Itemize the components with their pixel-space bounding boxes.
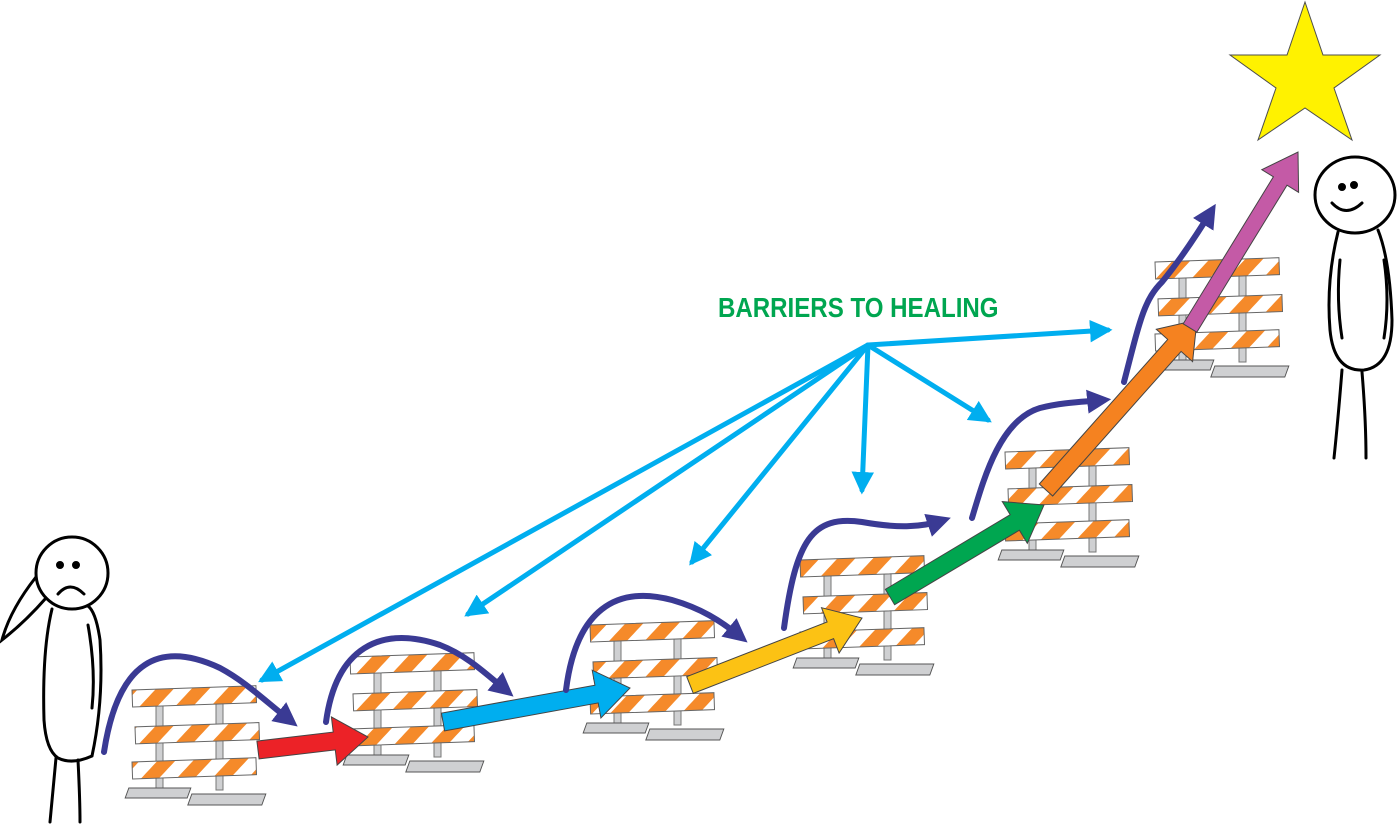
hop-arrow-5 <box>969 389 1112 521</box>
barrier-board <box>131 685 258 708</box>
progress-arrows-group <box>256 151 1300 767</box>
pointer-arrow-4 <box>851 342 874 495</box>
barrier-2 <box>342 652 485 773</box>
progress-arrow-3 <box>686 606 863 695</box>
progress-arrow-5 <box>1038 319 1198 497</box>
hop-arrows-group <box>101 203 1216 755</box>
barrier-foot <box>582 722 650 734</box>
barrier-5 <box>997 447 1140 568</box>
barrier-1 <box>124 685 267 806</box>
hop-arrow-4 <box>781 513 951 631</box>
barrier-foot <box>342 754 410 766</box>
hop-arrow-2 <box>323 635 514 725</box>
barrier-foot <box>1210 365 1290 378</box>
barriers-group <box>124 257 1290 806</box>
barrier-6 <box>1147 257 1290 378</box>
barrier-board <box>799 555 926 578</box>
diagram-title: BARRIERS TO HEALING <box>718 292 999 323</box>
barrier-board <box>1007 484 1134 507</box>
barrier-board <box>131 757 258 780</box>
progress-arrow-1 <box>256 715 369 767</box>
barrier-foot <box>187 793 267 806</box>
progress-arrow-4 <box>884 501 1045 606</box>
barrier-foot <box>405 760 485 773</box>
pointer-arrow-6 <box>865 319 1113 348</box>
pointer-arrow-2 <box>464 342 871 617</box>
sad-stick-figure <box>0 535 110 824</box>
hop-arrow-6 <box>1121 203 1216 385</box>
barrier-board <box>349 652 476 675</box>
hop-arrow-1 <box>101 653 298 755</box>
goal-star <box>1228 0 1382 142</box>
barrier-foot <box>124 787 192 799</box>
barrier-foot <box>1060 555 1140 568</box>
barrier-board <box>352 689 479 712</box>
pointer-arrow-3 <box>689 342 871 566</box>
happy-stick-figure <box>1313 155 1397 460</box>
pointer-arrows-group <box>258 319 1113 683</box>
barrier-foot <box>645 728 725 741</box>
progress-arrow-2 <box>440 669 631 732</box>
pointer-arrow-1 <box>258 342 871 683</box>
barrier-board <box>134 722 261 745</box>
barrier-foot <box>997 549 1065 561</box>
barrier-board <box>589 692 716 715</box>
barrier-board <box>589 620 716 643</box>
barrier-board <box>1157 294 1284 317</box>
barrier-foot <box>855 663 935 676</box>
pointer-arrow-5 <box>865 342 992 423</box>
barrier-foot <box>792 657 860 669</box>
hop-arrow-3 <box>563 593 748 693</box>
barrier-3 <box>582 620 725 741</box>
progress-arrow-6 <box>1182 151 1300 333</box>
